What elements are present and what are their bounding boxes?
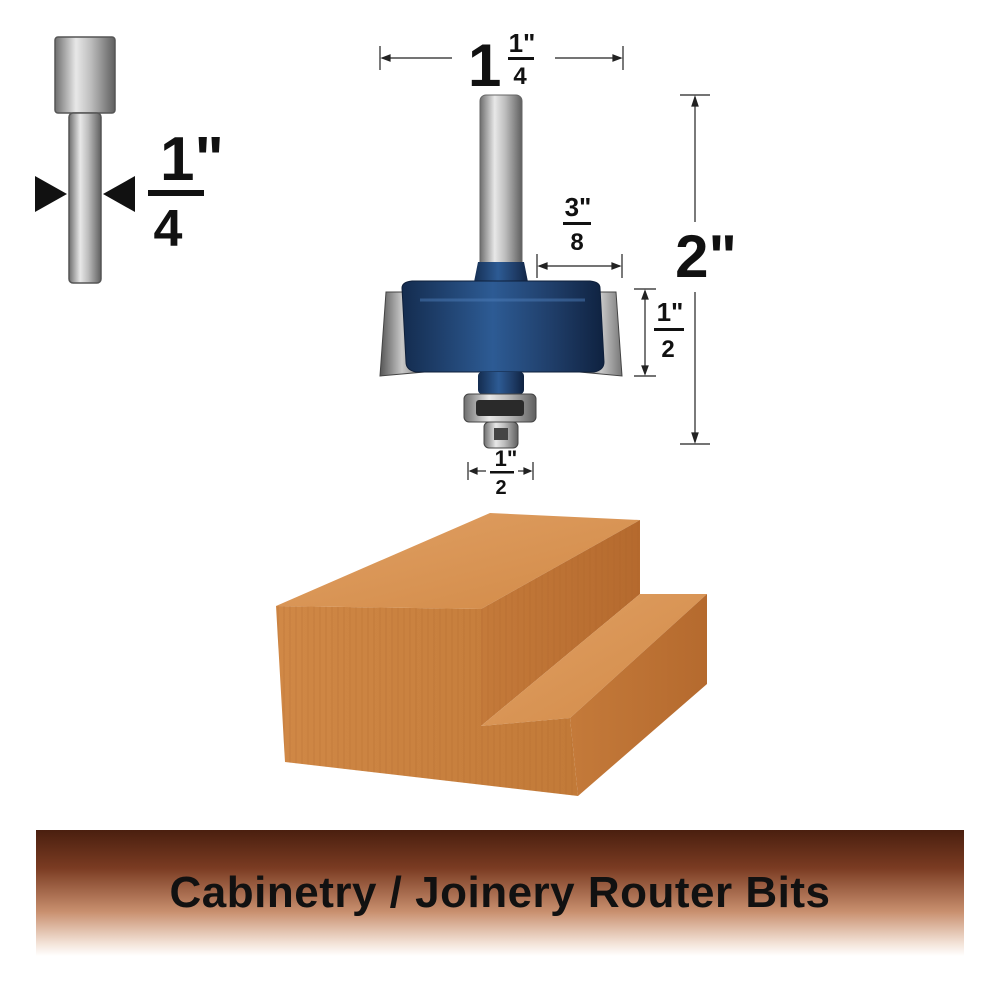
bearing-fraction-bar [490,471,514,474]
cut-diameter-numerator: 1" [509,28,536,58]
cut-height-dimension-line [634,288,656,377]
shank-diameter-icon [35,36,135,284]
category-title: Cabinetry / Joinery Router Bits [169,868,831,917]
bearing-denominator: 2 [495,477,506,499]
cut-height-fraction-bar [654,328,684,331]
category-banner: Cabinetry / Joinery Router Bits [36,830,964,956]
shank-diameter-whole: 1" [160,125,224,194]
router-bit-illustration [379,94,623,449]
shank-diameter-denominator: 4 [154,200,183,258]
cut-depth-fraction-bar [563,222,591,225]
overall-length-dimension-line [680,94,710,445]
overall-length-label: 2" [675,223,737,290]
cut-height-numerator: 1" [657,297,684,327]
bearing-numerator: 1" [495,446,518,471]
cut-diameter-denominator: 4 [513,63,527,90]
bearing-dimension-line [467,462,534,480]
cut-diameter-fraction-bar [508,57,534,60]
shank-fraction-bar [148,190,204,196]
cut-depth-numerator: 3" [565,192,592,222]
cut-depth-denominator: 8 [570,229,583,256]
cut-height-denominator: 2 [661,336,674,363]
rabbeted-wood-block [276,513,707,796]
cut-diameter-whole: 1 [468,32,501,99]
cut-diameter-dimension-line [379,46,624,70]
cut-depth-dimension-line [536,254,623,278]
